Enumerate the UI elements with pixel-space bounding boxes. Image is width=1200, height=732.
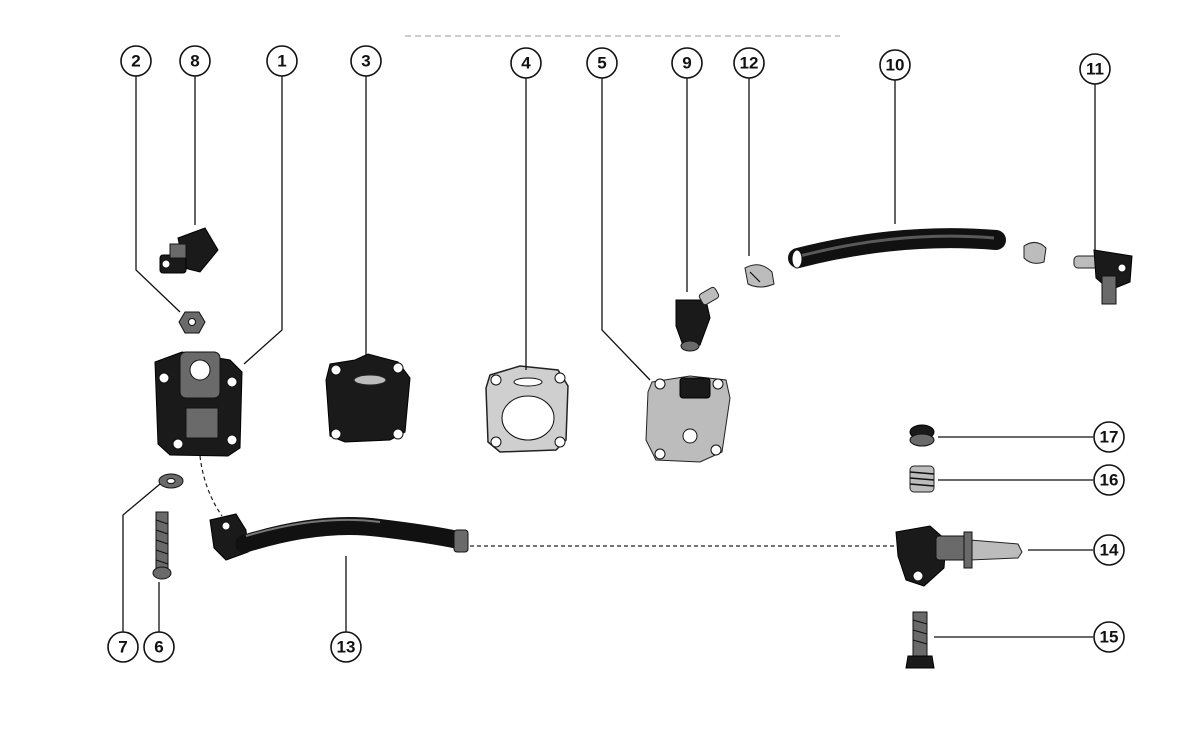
part-6-screw (152, 511, 172, 580)
part-10-hose (788, 228, 1006, 269)
callout-9: 9 (671, 47, 703, 79)
svg-text:6: 6 (154, 638, 163, 657)
part-15-bolt (905, 611, 935, 669)
svg-text:15: 15 (1100, 628, 1119, 647)
svg-text:8: 8 (190, 52, 199, 71)
callout-10: 10 (879, 49, 911, 81)
callout-13: 13 (330, 631, 362, 663)
leader-lines (122, 76, 1096, 638)
svg-text:10: 10 (886, 56, 905, 75)
svg-text:17: 17 (1100, 428, 1119, 447)
callout-15: 15 (1093, 621, 1125, 653)
part-4-gasket (485, 365, 569, 453)
part-11-elbow-fitting (1073, 249, 1133, 305)
part-12-clamp (744, 264, 775, 288)
callout-4: 4 (510, 47, 542, 79)
callout-14: 14 (1093, 534, 1125, 566)
callout-17: 17 (1093, 421, 1125, 453)
part-17-seat (909, 424, 935, 447)
svg-text:11: 11 (1086, 60, 1104, 79)
part-13-fuel-line (209, 513, 469, 561)
callout-2: 2 (120, 45, 152, 77)
callout-6: 6 (143, 631, 175, 663)
svg-text:5: 5 (597, 54, 606, 73)
svg-text:3: 3 (361, 52, 370, 71)
callout-16: 16 (1093, 464, 1125, 496)
svg-text:13: 13 (337, 638, 356, 657)
part-12-clamp-right (1023, 242, 1047, 264)
assembly-lines (199, 455, 894, 547)
part-7-washer (158, 473, 184, 489)
svg-text:4: 4 (521, 54, 531, 73)
callout-8: 8 (179, 45, 211, 77)
callout-12: 12 (733, 47, 765, 79)
svg-text:12: 12 (740, 54, 759, 73)
callout-5: 5 (586, 47, 618, 79)
part-14-check-valve (895, 525, 1023, 587)
svg-text:2: 2 (131, 52, 140, 71)
svg-text:1: 1 (277, 52, 286, 71)
part-3-diaphragm (325, 353, 411, 443)
callout-11: 11 (1079, 53, 1111, 85)
part-5-pump-cover (645, 375, 731, 463)
callout-7: 7 (107, 631, 139, 663)
svg-text:9: 9 (682, 54, 691, 73)
part-16-spring (909, 465, 935, 493)
part-2-nut (178, 311, 206, 334)
part-9-fitting (675, 286, 720, 352)
svg-text:14: 14 (1100, 541, 1119, 560)
part-8-elbow-fitting (159, 227, 219, 274)
svg-text:7: 7 (118, 638, 127, 657)
callout-1: 1 (266, 45, 298, 77)
callout-3: 3 (350, 45, 382, 77)
part-1-pump-body (154, 351, 243, 457)
svg-text:16: 16 (1100, 471, 1119, 490)
